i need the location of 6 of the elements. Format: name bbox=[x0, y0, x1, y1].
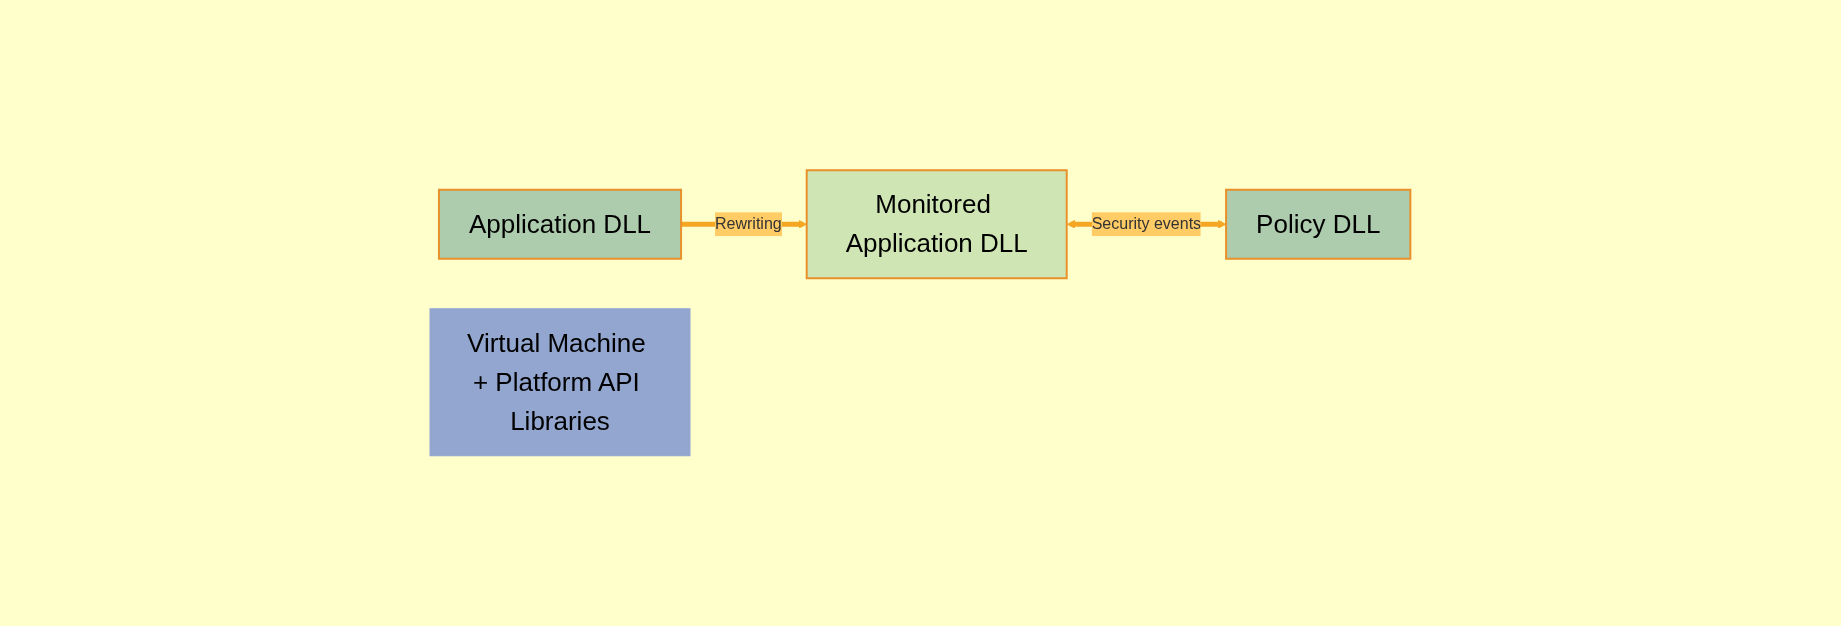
edge-label: Rewriting bbox=[715, 215, 782, 233]
node-box: Application DLL bbox=[438, 188, 683, 260]
node-box: Monitored Application DLL bbox=[806, 169, 1068, 280]
node-box: Virtual Machine + Platform API Libraries bbox=[429, 308, 691, 457]
edge-label: Security events bbox=[1092, 215, 1202, 233]
node-box: Policy DLL bbox=[1225, 188, 1412, 260]
